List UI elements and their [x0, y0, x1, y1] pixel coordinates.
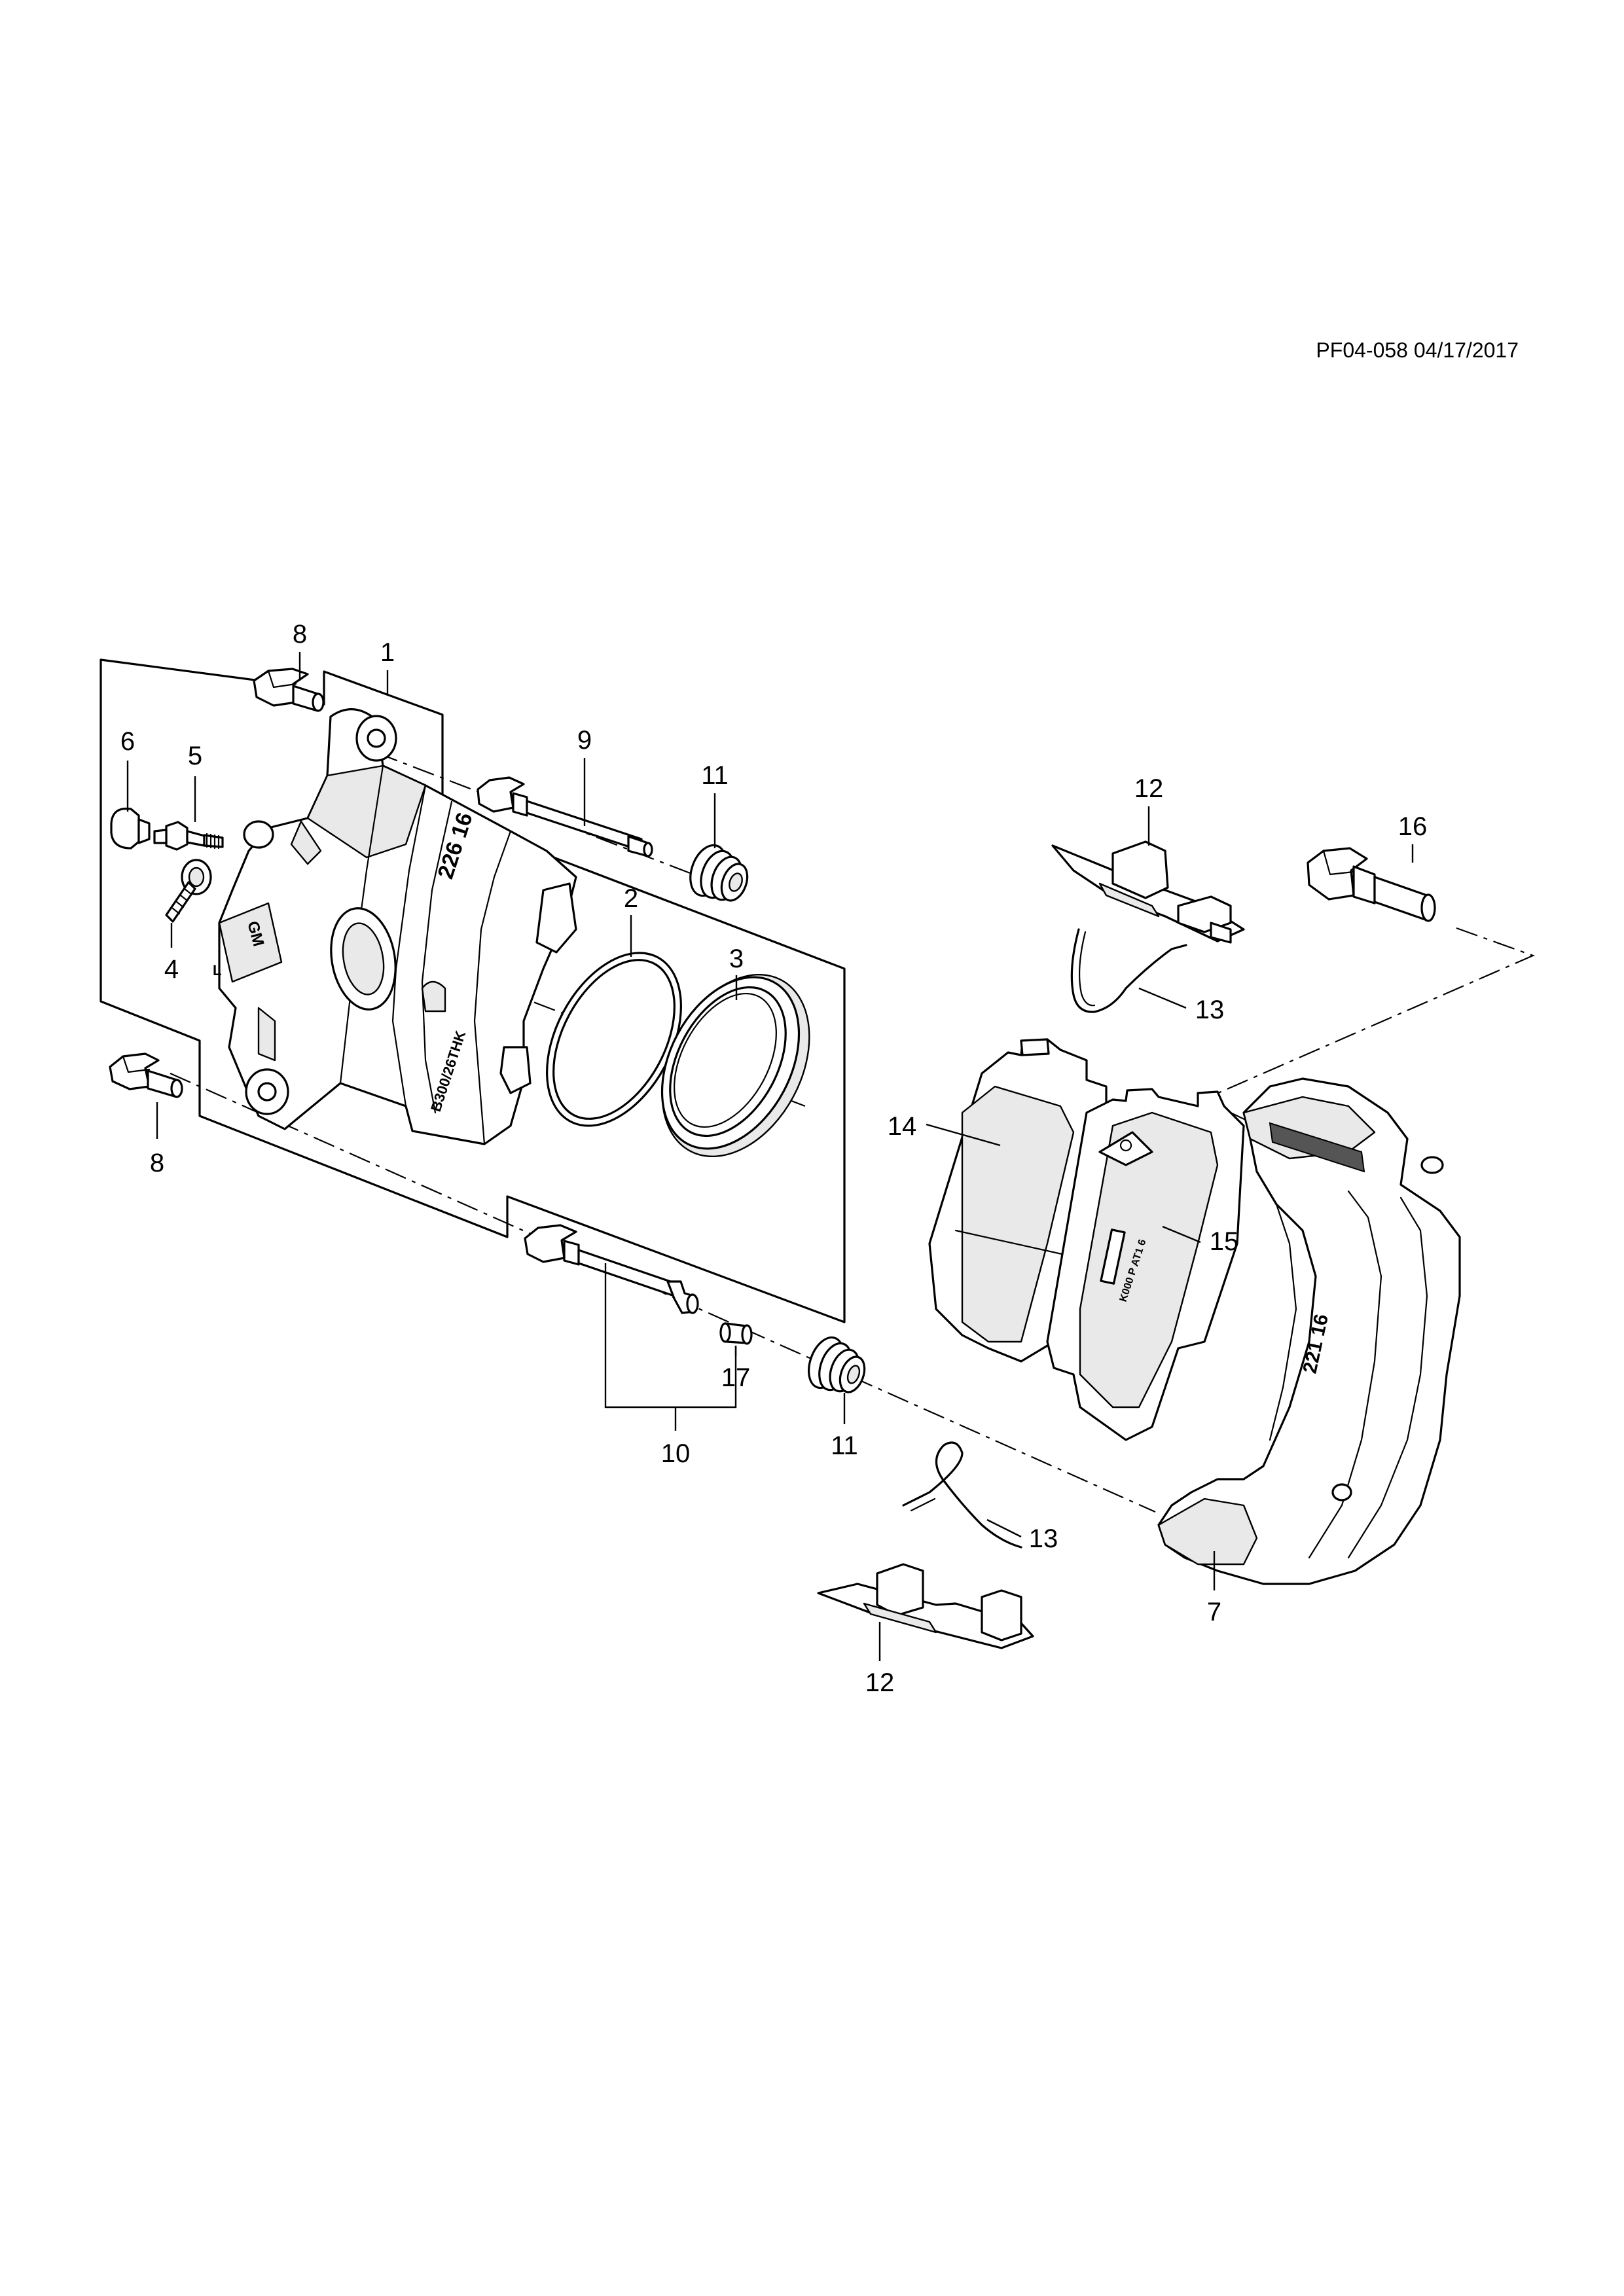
bleeder-cap	[110, 807, 151, 850]
callout-12-upper: 12	[1134, 774, 1164, 803]
caliper-bracket: 221 16	[1157, 1077, 1461, 1585]
caliper-side-mark: L	[213, 962, 221, 978]
callout-6: 6	[120, 727, 135, 756]
bracket-bolt-upper	[253, 668, 325, 712]
callout-9: 9	[577, 726, 592, 755]
pad-clip-lower	[817, 1563, 1034, 1649]
callout-5: 5	[188, 742, 202, 770]
piston-dust-boot	[660, 973, 810, 1158]
pad-spring-lower-inner	[910, 1498, 936, 1512]
guide-pin-sleeve	[719, 1322, 753, 1345]
callout-16: 16	[1398, 812, 1428, 841]
callout-11-lower: 11	[831, 1431, 858, 1460]
piston-seal	[546, 952, 682, 1127]
callout-12-lower: 12	[865, 1668, 895, 1697]
guide-pin-bushing-upper	[689, 844, 749, 902]
callout-13-upper: 13	[1195, 996, 1225, 1024]
callout-14: 14	[888, 1112, 917, 1141]
leader-lines	[126, 652, 1414, 1661]
caliper-body: 226 16 B300/26THK GM L	[213, 708, 577, 1145]
callout-13-lower: 13	[1029, 1524, 1058, 1553]
caliper-assembly-group-outline	[99, 658, 846, 1323]
callout-11-upper: 11	[701, 761, 729, 790]
bleeder-valve	[153, 821, 224, 851]
callout-17: 17	[721, 1363, 751, 1392]
drawing-reference: PF04-058 04/17/2017	[1316, 338, 1519, 362]
bracket-mount-bolt	[1307, 847, 1436, 922]
bracket-bolt-axis	[1201, 927, 1535, 1121]
guide-pin-lower	[524, 1224, 699, 1314]
callout-2: 2	[624, 884, 638, 913]
brake-pad-outer: K000 P AT1 6	[1046, 1088, 1245, 1441]
pad-spring-lower	[902, 1441, 1022, 1549]
callout-10: 10	[661, 1439, 691, 1468]
callout-7: 7	[1207, 1598, 1221, 1626]
callout-3: 3	[729, 944, 744, 973]
callout-15: 15	[1210, 1227, 1239, 1256]
pad-spring-upper	[1070, 928, 1187, 1013]
guide-pin-bushing-lower	[808, 1336, 866, 1393]
callout-1: 1	[380, 638, 395, 667]
callout-8-upper: 8	[293, 620, 307, 649]
upper-guide-pin-axis	[376, 751, 744, 895]
bracket-bolt-lower	[109, 1052, 183, 1098]
pad-spring-upper-inner	[1079, 931, 1096, 1007]
brake-hose-bolt	[165, 859, 212, 923]
callout-8-lower: 8	[150, 1149, 164, 1177]
callout-4: 4	[164, 955, 179, 984]
pad-clip-upper	[1051, 840, 1245, 944]
